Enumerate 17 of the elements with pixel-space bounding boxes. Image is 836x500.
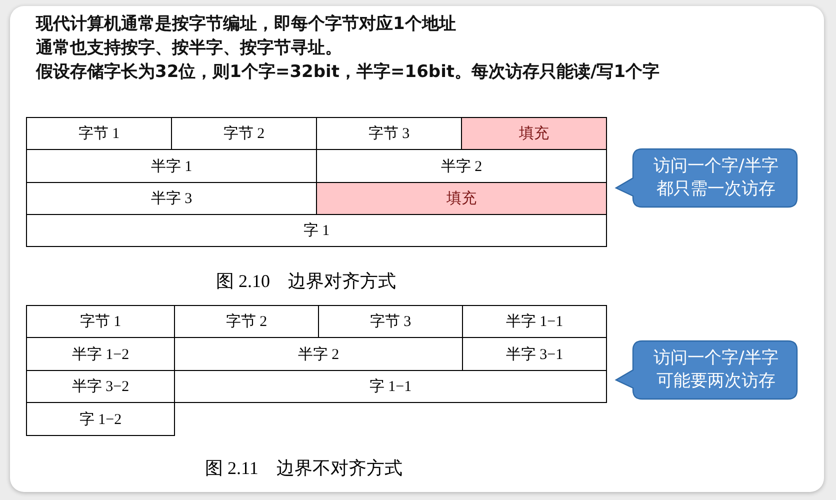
speech-bubble bbox=[614, 340, 798, 400]
callout-text: 访问一个字/半字可能要两次访存 bbox=[652, 347, 780, 393]
memory-cell: 字节 1 bbox=[26, 305, 175, 338]
memory-cell: 填充 bbox=[461, 117, 607, 150]
memory-cell: 字 1−1 bbox=[174, 370, 607, 403]
memory-cell: 字 1−2 bbox=[26, 402, 175, 436]
figure-caption: 图 2.11 边界不对齐方式 bbox=[205, 457, 402, 480]
figure-caption: 图 2.10 边界对齐方式 bbox=[216, 270, 396, 293]
callout-text: 访问一个字/半字都只需一次访存 bbox=[652, 155, 780, 201]
memory-cell: 字 1 bbox=[26, 214, 607, 247]
memory-cell: 字节 1 bbox=[26, 117, 172, 150]
memory-cell: 填充 bbox=[316, 182, 607, 215]
speech-bubble bbox=[614, 148, 798, 208]
memory-cell: 半字 1−1 bbox=[462, 305, 607, 338]
intro-text: 现代计算机通常是按字节编址，即每个字节对应1个地址 bbox=[36, 13, 456, 35]
intro-text: 通常也支持按字、按半字、按字节寻址。 bbox=[36, 37, 342, 59]
intro-text: 假设存储字长为32位，则1个字=32bit，半字=16bit。每次访存只能读/写1个字 bbox=[36, 61, 660, 83]
